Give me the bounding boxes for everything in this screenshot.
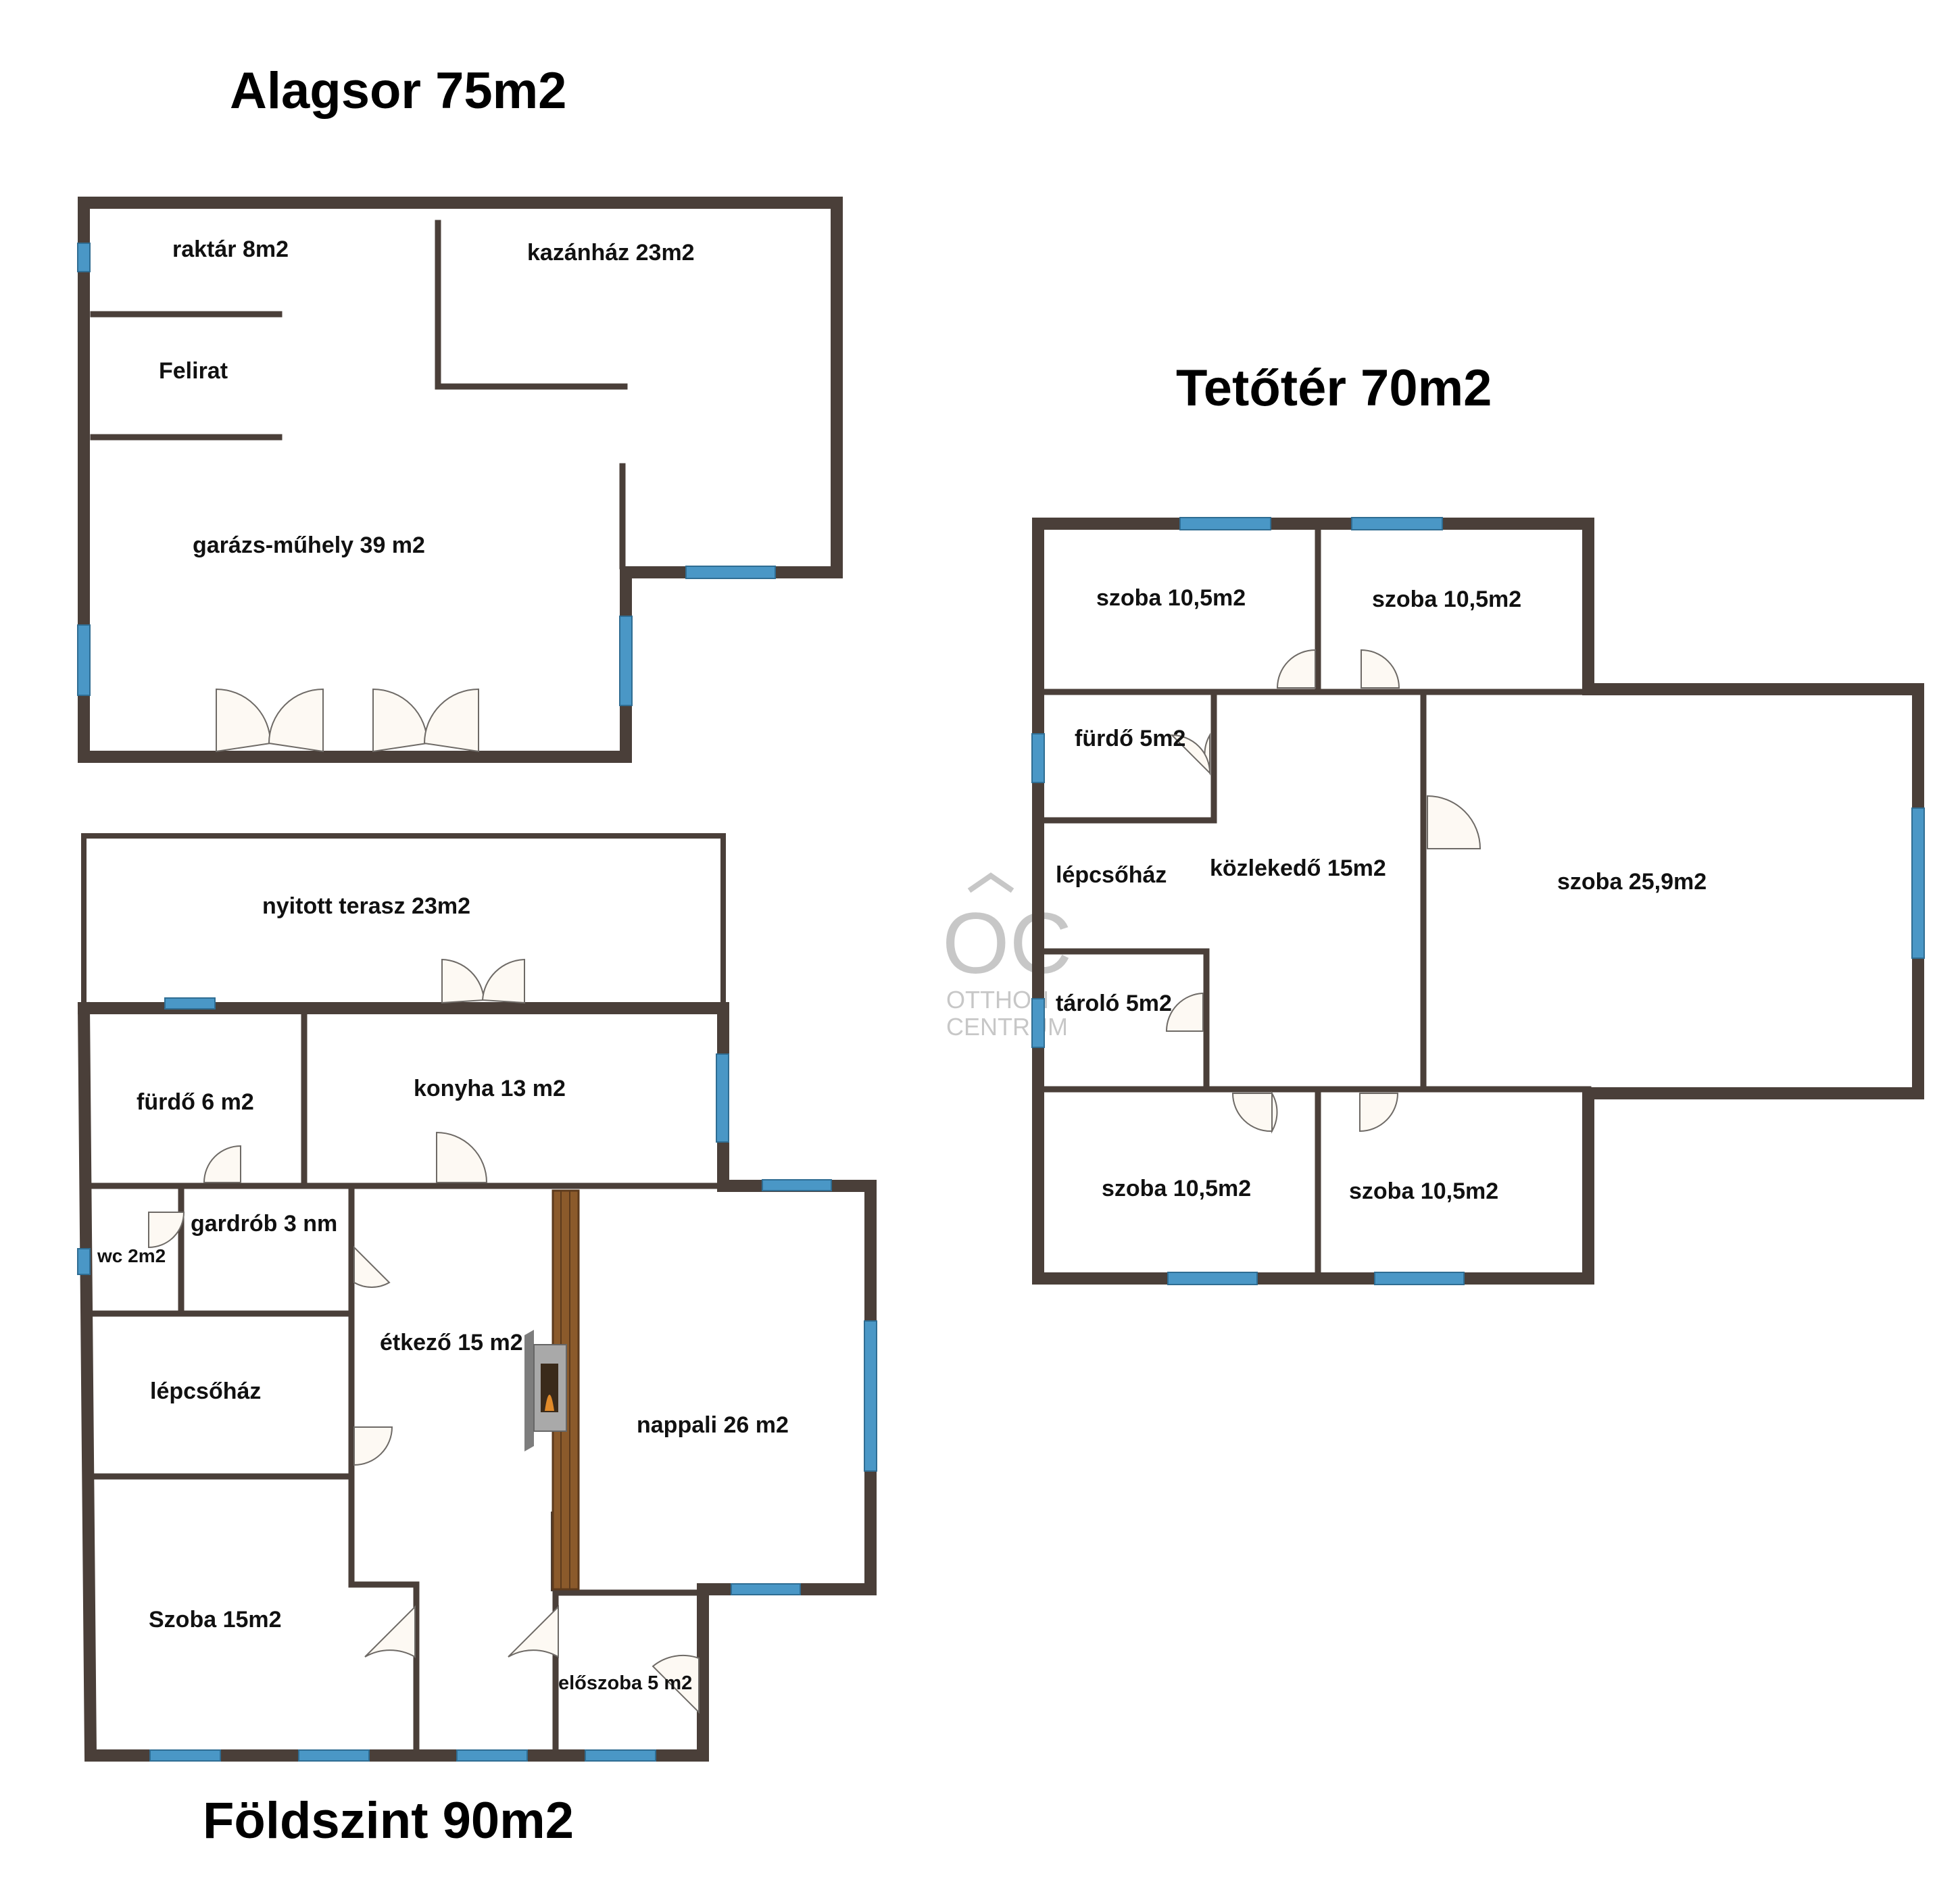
attic-plan: szoba 10,5m2 szoba 10,5m2 fürdő 5m2 lépc…	[1031, 517, 1925, 1285]
room-label-terrace: nyitott terasz 23m2	[262, 893, 470, 919]
garage-door	[372, 688, 479, 753]
watermark-logo-letters: OC	[942, 895, 1072, 992]
watermark-logo: OC OTTHON CENTRUM	[942, 872, 1072, 1041]
door	[652, 1655, 700, 1714]
room-label-staircase: lépcsőház	[150, 1378, 261, 1404]
room-label-kitchen: konyha 13 m2	[414, 1076, 566, 1101]
garage-door	[216, 688, 324, 753]
room-label-hall: előszoba 5 m2	[558, 1672, 692, 1694]
window	[77, 1248, 91, 1275]
room-label-garage: garázs-műhely 39 m2	[193, 532, 425, 558]
room-label-wardrobe: gardrób 3 nm	[191, 1211, 337, 1237]
room-label-bath: fürdő 6 m2	[137, 1089, 254, 1115]
window	[456, 1749, 528, 1762]
room-label-storage: raktár 8m2	[172, 236, 289, 262]
room-label-room: Szoba 15m2	[149, 1607, 282, 1633]
window	[164, 997, 216, 1010]
room-label-room-ne: szoba 10,5m2	[1372, 587, 1521, 612]
door	[1276, 649, 1316, 689]
room-label-room-nw: szoba 10,5m2	[1096, 585, 1246, 611]
door	[1231, 1093, 1273, 1132]
window	[762, 1179, 832, 1191]
door	[353, 1245, 391, 1288]
window	[585, 1749, 656, 1762]
window	[1031, 998, 1045, 1048]
ground-floor-plan: nyitott terasz 23m2 fürdő 6 m2 konyha 13…	[77, 833, 877, 1762]
room-label-room-se: szoba 10,5m2	[1349, 1178, 1498, 1204]
window	[1179, 517, 1271, 530]
door	[1361, 649, 1400, 689]
ground-title: Földszint 90m2	[203, 1792, 574, 1849]
door	[364, 1605, 416, 1658]
terrace-door	[441, 958, 525, 1004]
room-label-wc: wc 2m2	[97, 1245, 166, 1266]
door	[203, 1145, 241, 1183]
basement-title: Alagsor 75m2	[230, 62, 566, 120]
window	[685, 566, 776, 579]
door	[1170, 734, 1210, 775]
room-label-attic-storage: tároló 5m2	[1056, 991, 1172, 1016]
door	[1427, 795, 1481, 849]
room-label-attic-staircase: lépcsőház	[1056, 862, 1167, 888]
room-label-caption: Felirat	[159, 358, 228, 384]
room-label-boiler: kazánház 23m2	[527, 240, 695, 266]
attic-title: Tetőtér 70m2	[1176, 359, 1492, 417]
window	[298, 1749, 370, 1762]
door	[436, 1131, 488, 1183]
window	[619, 616, 633, 706]
window	[716, 1053, 729, 1143]
window	[77, 243, 91, 272]
room-label-dining: étkező 15 m2	[380, 1330, 523, 1355]
window	[864, 1320, 877, 1472]
basement-outer-wall	[78, 197, 843, 763]
window	[1031, 733, 1045, 783]
basement-plan: raktár 8m2 Felirat kazánház 23m2 garázs-…	[77, 197, 843, 763]
door	[508, 1605, 559, 1658]
window	[1351, 517, 1443, 530]
window	[1374, 1272, 1465, 1285]
door	[1165, 992, 1204, 1032]
door	[353, 1426, 393, 1466]
door	[148, 1212, 185, 1249]
watermark-line2: CENTRUM	[946, 1013, 1068, 1041]
room-label-room-sw: szoba 10,5m2	[1102, 1176, 1251, 1201]
door	[1359, 1093, 1399, 1132]
room-label-room-large: szoba 25,9m2	[1557, 869, 1707, 895]
window	[1911, 807, 1925, 959]
door	[1271, 1091, 1278, 1134]
window	[149, 1749, 221, 1762]
room-label-attic-bath: fürdő 5m2	[1075, 726, 1185, 751]
attic-outer-wall	[1032, 518, 1924, 1285]
terrace-railing	[81, 833, 726, 1011]
room-label-corridor: közlekedő 15m2	[1210, 855, 1386, 881]
window	[731, 1583, 801, 1595]
window	[77, 624, 91, 696]
window	[1167, 1272, 1258, 1285]
room-label-living: nappali 26 m2	[637, 1412, 789, 1438]
fireplace-icon	[524, 1330, 567, 1451]
